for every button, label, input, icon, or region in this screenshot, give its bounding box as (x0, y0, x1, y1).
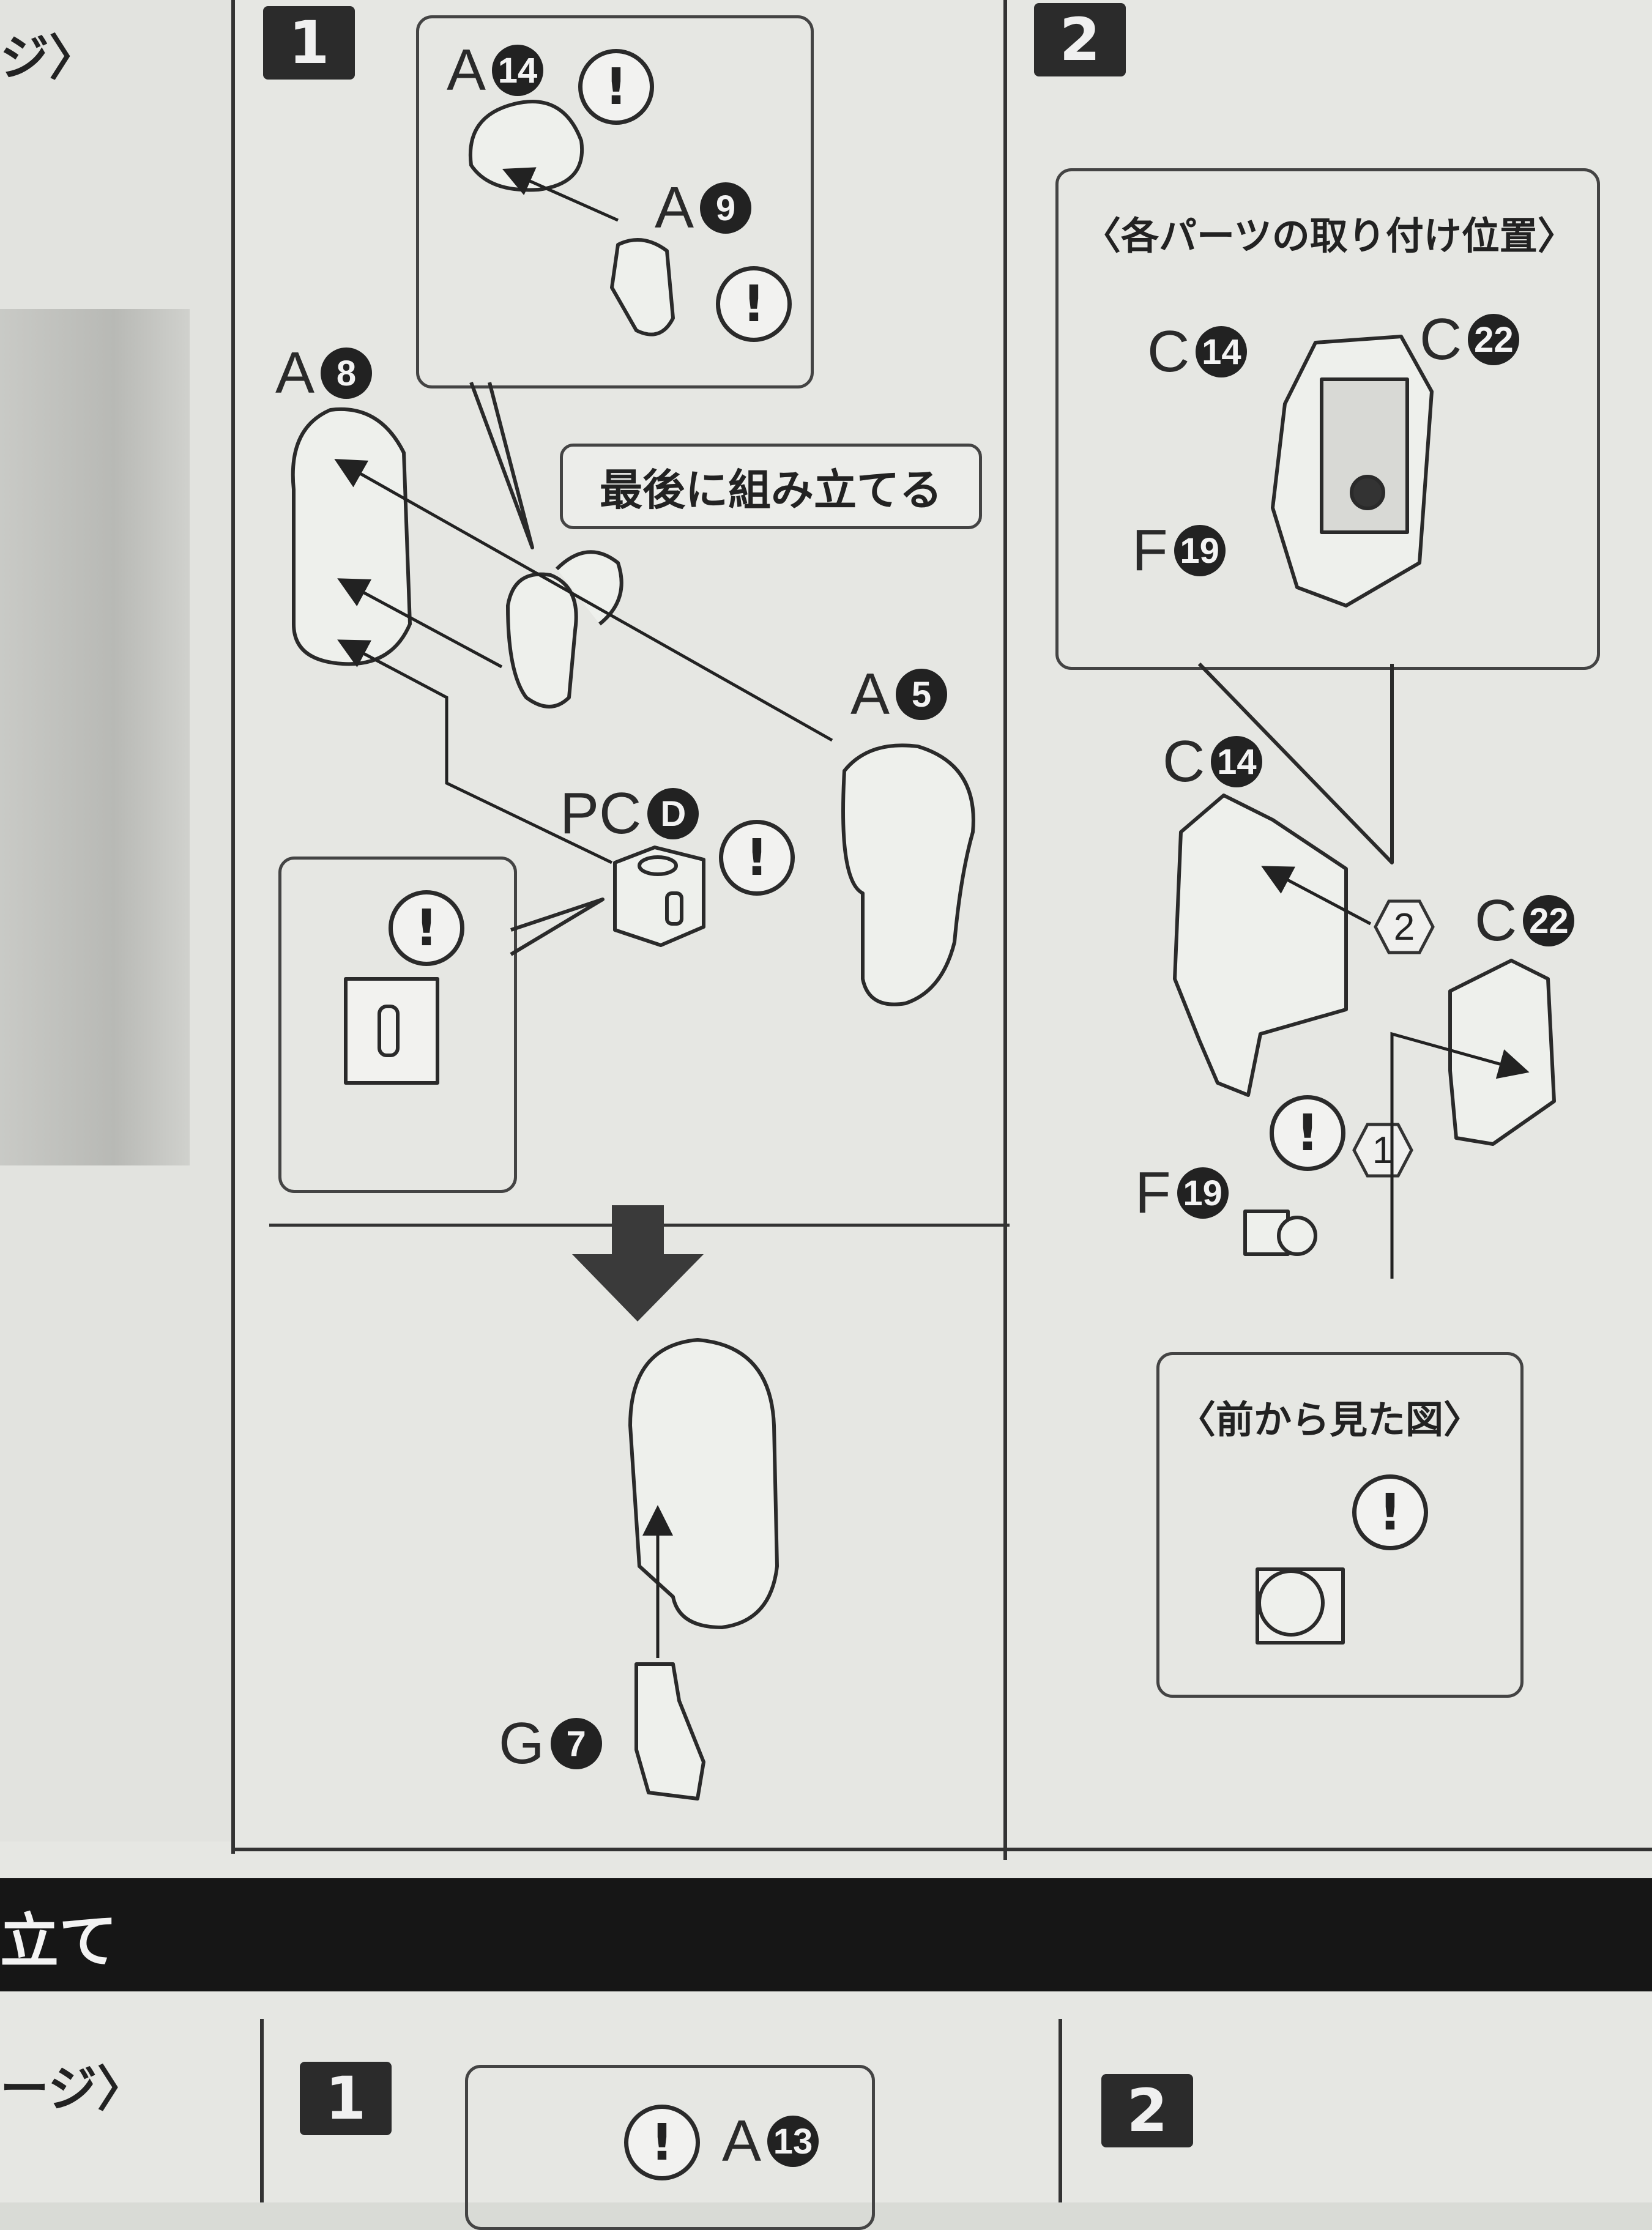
panel-bottom-line (235, 1848, 1652, 1851)
left-header-fragment: ジ〉 (0, 29, 98, 86)
product-photo (0, 309, 190, 1165)
bottom-divider-2 (1059, 2019, 1062, 2202)
assembled-part-shape (628, 1338, 779, 1629)
bottom-step1-badge: 1 (300, 2062, 392, 2135)
part-c14-shape (1173, 794, 1348, 1097)
panel-divider-1 (231, 0, 235, 1854)
bottom-left-fragment: ージ〉 (0, 2061, 146, 2117)
warning-icon: ! (719, 820, 795, 896)
step2-position-callout (1055, 168, 1600, 670)
position-caption: 〈各パーツの取り付け位置〉 (1083, 214, 1576, 258)
section-banner-title: 立て (0, 1907, 117, 1975)
part-a8-shape (291, 407, 412, 666)
bottom-step2-badge: 2 (1101, 2074, 1193, 2147)
front-view-callout (1156, 1352, 1524, 1698)
part-c22-shape (1448, 959, 1556, 1146)
part-g7-shape (634, 1662, 705, 1801)
front-view-caption: 〈前から見た図〉 (1178, 1397, 1482, 1442)
assemble-last-note: 最後に組み立てる (560, 444, 982, 529)
warning-icon: ! (1352, 1474, 1428, 1550)
section-banner (0, 1878, 1652, 1991)
warning-icon: ! (624, 2105, 700, 2180)
bottom-divider-1 (260, 2019, 264, 2202)
warning-icon: ! (716, 266, 792, 342)
part-r-shape (506, 572, 578, 708)
assembly-order-2-marker: 2 (1374, 899, 1435, 954)
step2-badge: 2 (1034, 3, 1126, 76)
part-f19-shape (1243, 1210, 1290, 1256)
warning-icon: ! (1270, 1095, 1345, 1171)
warning-icon: ! (578, 49, 654, 125)
assembly-order-1-marker: 1 (1352, 1123, 1413, 1178)
part-a14-shape (468, 100, 584, 192)
part-a9-shape (610, 238, 675, 336)
panel-divider-2 (1003, 0, 1007, 1860)
down-arrow (572, 1205, 704, 1321)
step1-warning-inset (278, 857, 517, 1193)
part-a5-shape (841, 743, 975, 1006)
warning-icon: ! (389, 890, 464, 966)
step1-badge: 1 (263, 6, 355, 80)
step1-detail-callout (416, 15, 814, 388)
